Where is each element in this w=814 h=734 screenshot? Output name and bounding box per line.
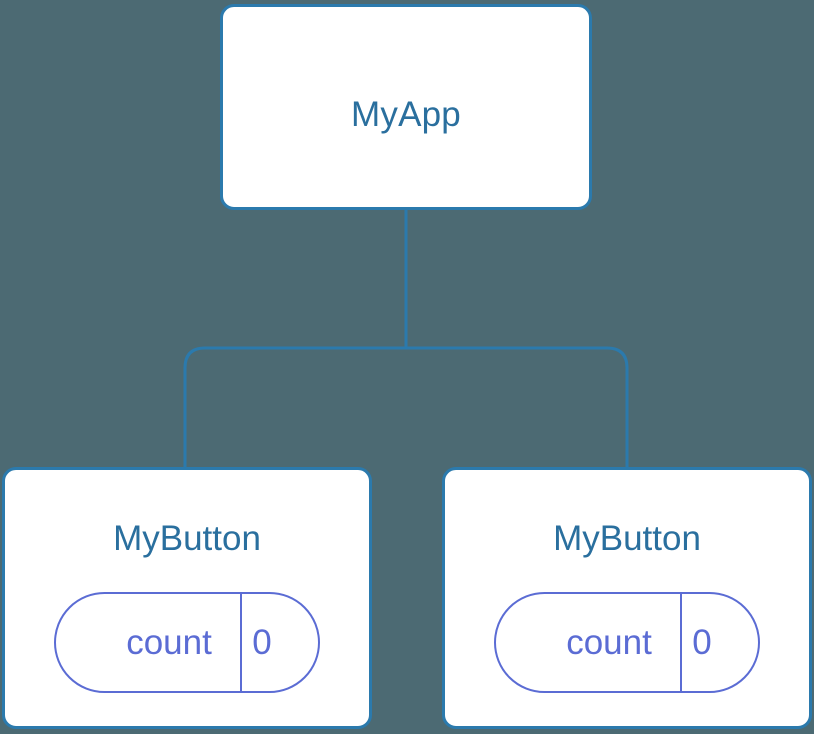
component-node-title: MyButton [553, 519, 701, 558]
component-node-child-1[interactable]: MyButton count 0 [2, 467, 372, 729]
component-node-root[interactable]: MyApp [220, 4, 592, 210]
state-pill-key: count [496, 594, 682, 691]
state-pill[interactable]: count 0 [54, 592, 320, 693]
component-node-child-2[interactable]: MyButton count 0 [442, 467, 812, 729]
state-pill-key: count [56, 594, 242, 691]
state-pill-value: 0 [692, 622, 712, 662]
edge-branch-right [406, 346, 629, 467]
component-node-title: MyApp [351, 95, 461, 134]
edge-branch-left [183, 346, 406, 467]
state-pill-value: 0 [252, 622, 272, 662]
state-pill[interactable]: count 0 [494, 592, 760, 693]
component-node-title: MyButton [113, 519, 261, 558]
